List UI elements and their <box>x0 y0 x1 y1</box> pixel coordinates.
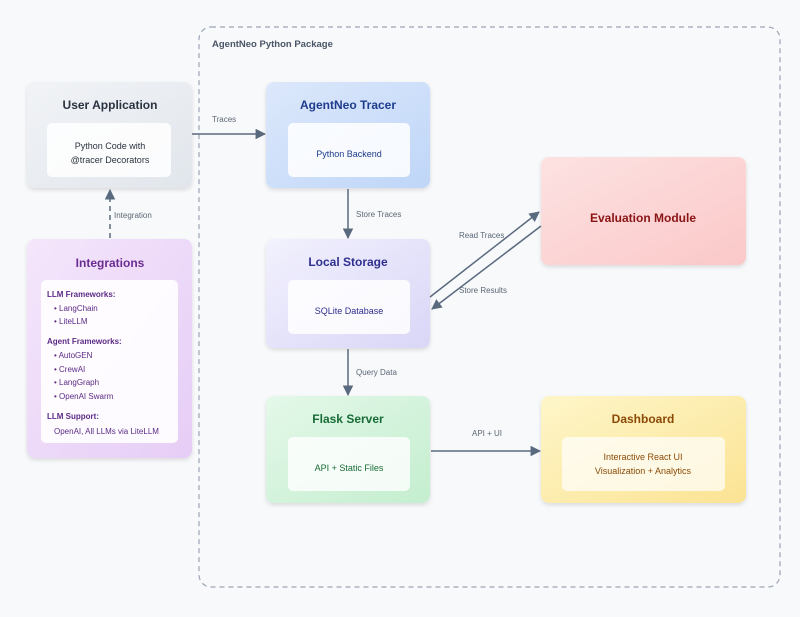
user-app-inner-box <box>47 123 171 177</box>
label-query-data: Query Data <box>356 368 397 377</box>
llm-frameworks-heading: LLM Frameworks: <box>47 290 115 299</box>
llm-support-heading: LLM Support: <box>47 412 99 421</box>
flask-inner-box <box>288 437 410 491</box>
llm-framework-item: • LiteLLM <box>54 317 88 326</box>
llm-support-text: OpenAI, All LLMs via LiteLLM <box>54 427 159 436</box>
dashboard-title: Dashboard <box>612 412 675 426</box>
package-border <box>198 26 781 588</box>
arrows <box>104 128 542 457</box>
agent-framework-item: • AutoGEN <box>54 351 93 360</box>
flask-inner-label: API + Static Files <box>315 463 384 473</box>
dashboard-inner-box <box>562 437 725 491</box>
user-application-box <box>27 82 192 188</box>
package-container: AgentNeo Python Package <box>198 26 781 588</box>
package-title: AgentNeo Python Package <box>212 39 333 50</box>
tracer-inner-label: Python Backend <box>316 149 382 159</box>
label-integration: Integration <box>114 211 152 220</box>
local-storage-box <box>266 239 430 348</box>
flask-title: Flask Server <box>312 412 384 426</box>
llm-framework-item: • LangChain <box>54 304 98 313</box>
label-read-traces: Read Traces <box>459 231 504 240</box>
dashboard-inner-line2: Visualization + Analytics <box>595 466 692 476</box>
label-store-results: Store Results <box>459 286 507 295</box>
agent-framework-item: • CrewAI <box>54 365 85 374</box>
flask-server-box <box>266 396 430 503</box>
agent-frameworks-heading: Agent Frameworks: <box>47 337 122 346</box>
dashboard-box <box>541 396 746 503</box>
evaluation-module-box <box>541 157 746 265</box>
label-traces: Traces <box>212 115 236 124</box>
user-app-inner-line2: @tracer Decorators <box>71 155 150 165</box>
agent-framework-item: • LangGraph <box>54 378 99 387</box>
evaluation-title: Evaluation Module <box>590 211 696 225</box>
label-store-traces: Store Traces <box>356 210 401 219</box>
storage-inner-box <box>288 280 410 334</box>
integrations-box <box>27 239 192 458</box>
integrations-inner-box <box>41 280 178 443</box>
agentneo-tracer-box <box>266 82 430 188</box>
user-app-title: User Application <box>63 98 158 112</box>
label-api-ui: API + UI <box>472 429 502 438</box>
tracer-title: AgentNeo Tracer <box>300 98 396 112</box>
storage-title: Local Storage <box>308 255 388 269</box>
integrations-title: Integrations <box>76 256 145 270</box>
arrow-read-traces <box>429 211 540 298</box>
agent-framework-item: • OpenAI Swarm <box>54 392 114 401</box>
tracer-inner-box <box>288 123 410 177</box>
dashboard-inner-line1: Interactive React UI <box>603 452 682 462</box>
storage-inner-label: SQLite Database <box>315 306 384 316</box>
arrow-store-results <box>431 225 542 310</box>
user-app-inner-line1: Python Code with <box>75 141 146 151</box>
